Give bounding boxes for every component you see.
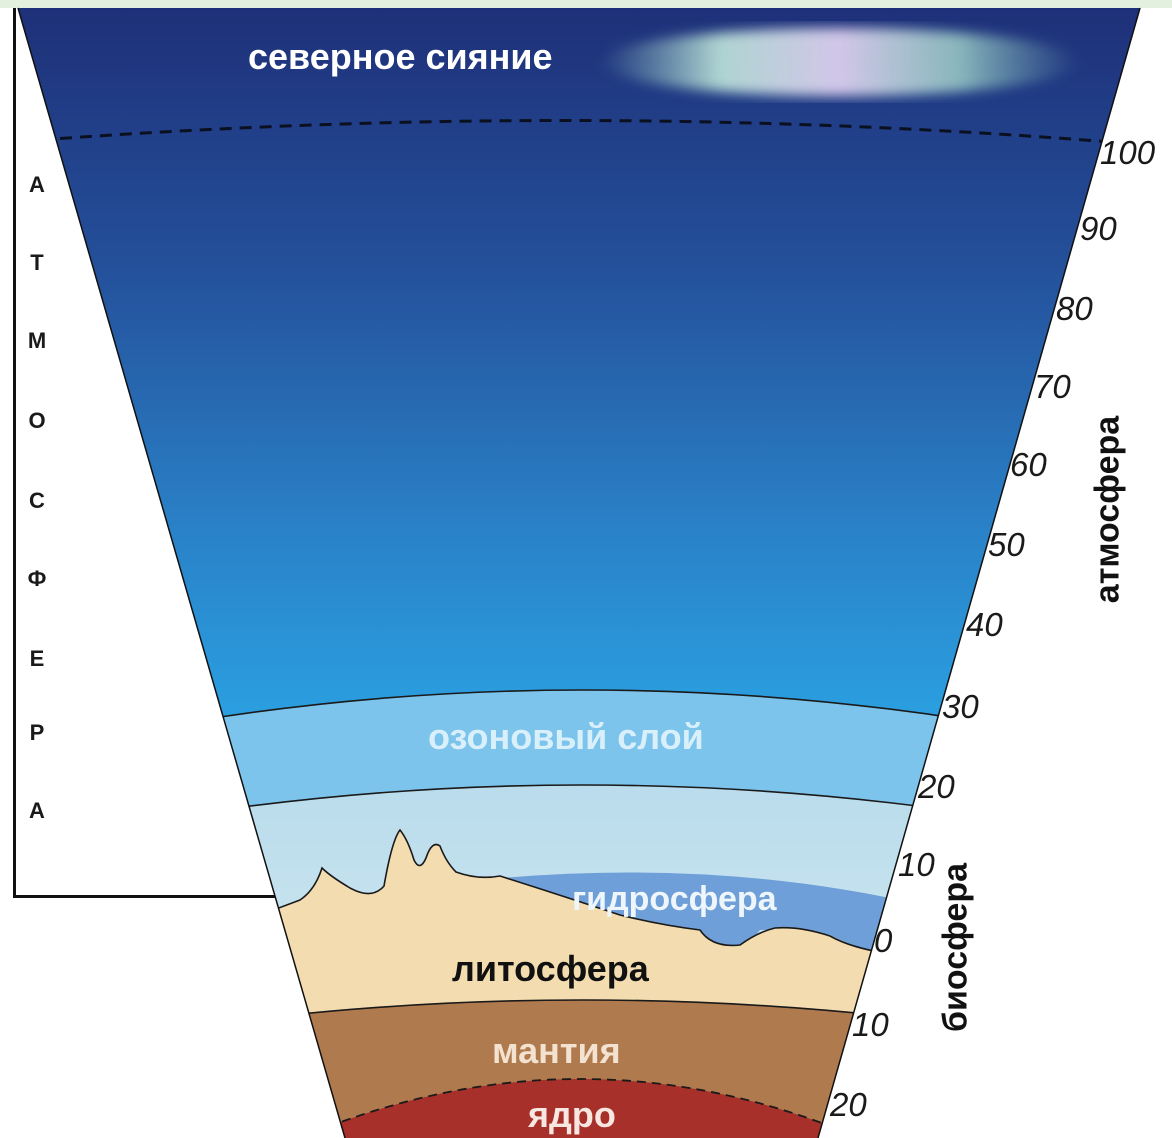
aurora-label: северное сияние bbox=[248, 36, 553, 77]
scale-tick: 90 bbox=[1080, 210, 1117, 247]
wedge-left-edge bbox=[17, 7, 346, 1138]
atmosphere-letter: А bbox=[29, 172, 45, 197]
scale-tick: 50 bbox=[988, 526, 1025, 563]
scale-tick: 40 bbox=[966, 606, 1003, 643]
core-label: ядро bbox=[528, 1094, 616, 1135]
atmosphere-letter: Р bbox=[29, 720, 45, 745]
atmosphere-letter: Е bbox=[29, 646, 45, 671]
atmosphere-sky bbox=[18, 8, 1140, 760]
atmosphere-letter: С bbox=[29, 488, 45, 513]
wedge-right-edge bbox=[817, 7, 1141, 1138]
atmosphere-bracket-vertical bbox=[13, 8, 16, 898]
mantle-label: мантия bbox=[492, 1030, 621, 1071]
aurora-glow bbox=[600, 28, 1080, 96]
ozone-layer-band bbox=[18, 690, 1140, 850]
atmosphere-letter: О bbox=[28, 408, 46, 433]
top-border bbox=[0, 0, 1172, 8]
scale-tick: 20 bbox=[918, 768, 955, 805]
scale-tick: 60 bbox=[1010, 446, 1047, 483]
atmosphere-letter: Ф bbox=[27, 566, 47, 591]
atmosphere-side-label: атмосфера bbox=[1088, 415, 1127, 604]
scale-tick: 0 bbox=[874, 922, 893, 959]
hydrosphere-water bbox=[480, 872, 900, 960]
atmosphere-letter: Т bbox=[30, 250, 44, 275]
lithosphere-label: литосфера bbox=[452, 948, 649, 989]
scale-tick: 80 bbox=[1056, 290, 1093, 327]
scale-tick: 30 bbox=[942, 688, 979, 725]
core-band bbox=[300, 1079, 860, 1138]
hydrosphere-label: гидросфера bbox=[572, 880, 777, 918]
biosphere-side-label: биосфера bbox=[936, 862, 975, 1033]
atmosphere-bracket-horizontal bbox=[13, 895, 275, 898]
atmosphere-letter: А bbox=[29, 798, 45, 823]
atmosphere-letter: М bbox=[27, 328, 47, 353]
scale-tick: 10 bbox=[898, 846, 935, 883]
scale-tick: 20 bbox=[830, 1086, 867, 1123]
core-boundary-dashed bbox=[299, 1078, 861, 1138]
scale-tick: 70 bbox=[1034, 368, 1071, 405]
scale-tick: 10 bbox=[852, 1006, 889, 1043]
scale-tick: 100 bbox=[1100, 134, 1156, 171]
ozone-layer-label: озоновый слой bbox=[428, 716, 704, 757]
